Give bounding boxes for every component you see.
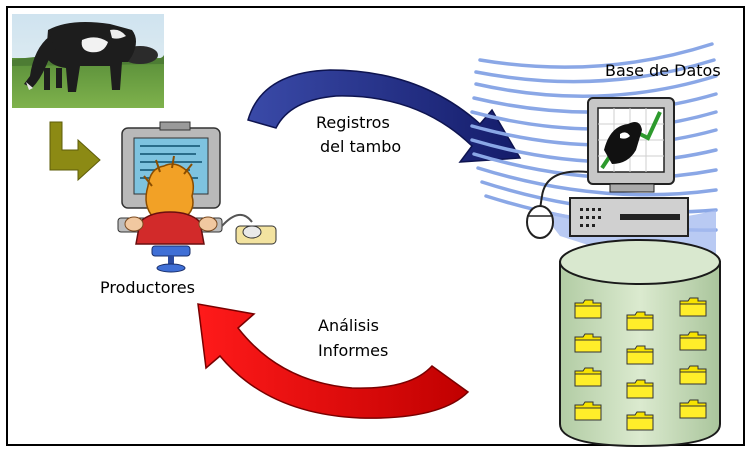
productores-label: Productores xyxy=(100,278,195,297)
red-arrow xyxy=(197,303,470,419)
database-cylinder-icon xyxy=(559,239,721,448)
analisis-label-line2: Informes xyxy=(318,341,389,360)
user-at-computer-icon xyxy=(117,121,277,273)
registros-label-line1: Registros xyxy=(316,113,390,132)
base-de-datos-label: Base de Datos xyxy=(605,61,721,80)
analisis-label-line1: Análisis xyxy=(318,316,379,335)
cow-photo xyxy=(12,14,164,108)
registros-label-line2: del tambo xyxy=(320,137,402,156)
olive-down-arrow-icon xyxy=(49,121,101,182)
database-computer-icon xyxy=(526,97,689,239)
